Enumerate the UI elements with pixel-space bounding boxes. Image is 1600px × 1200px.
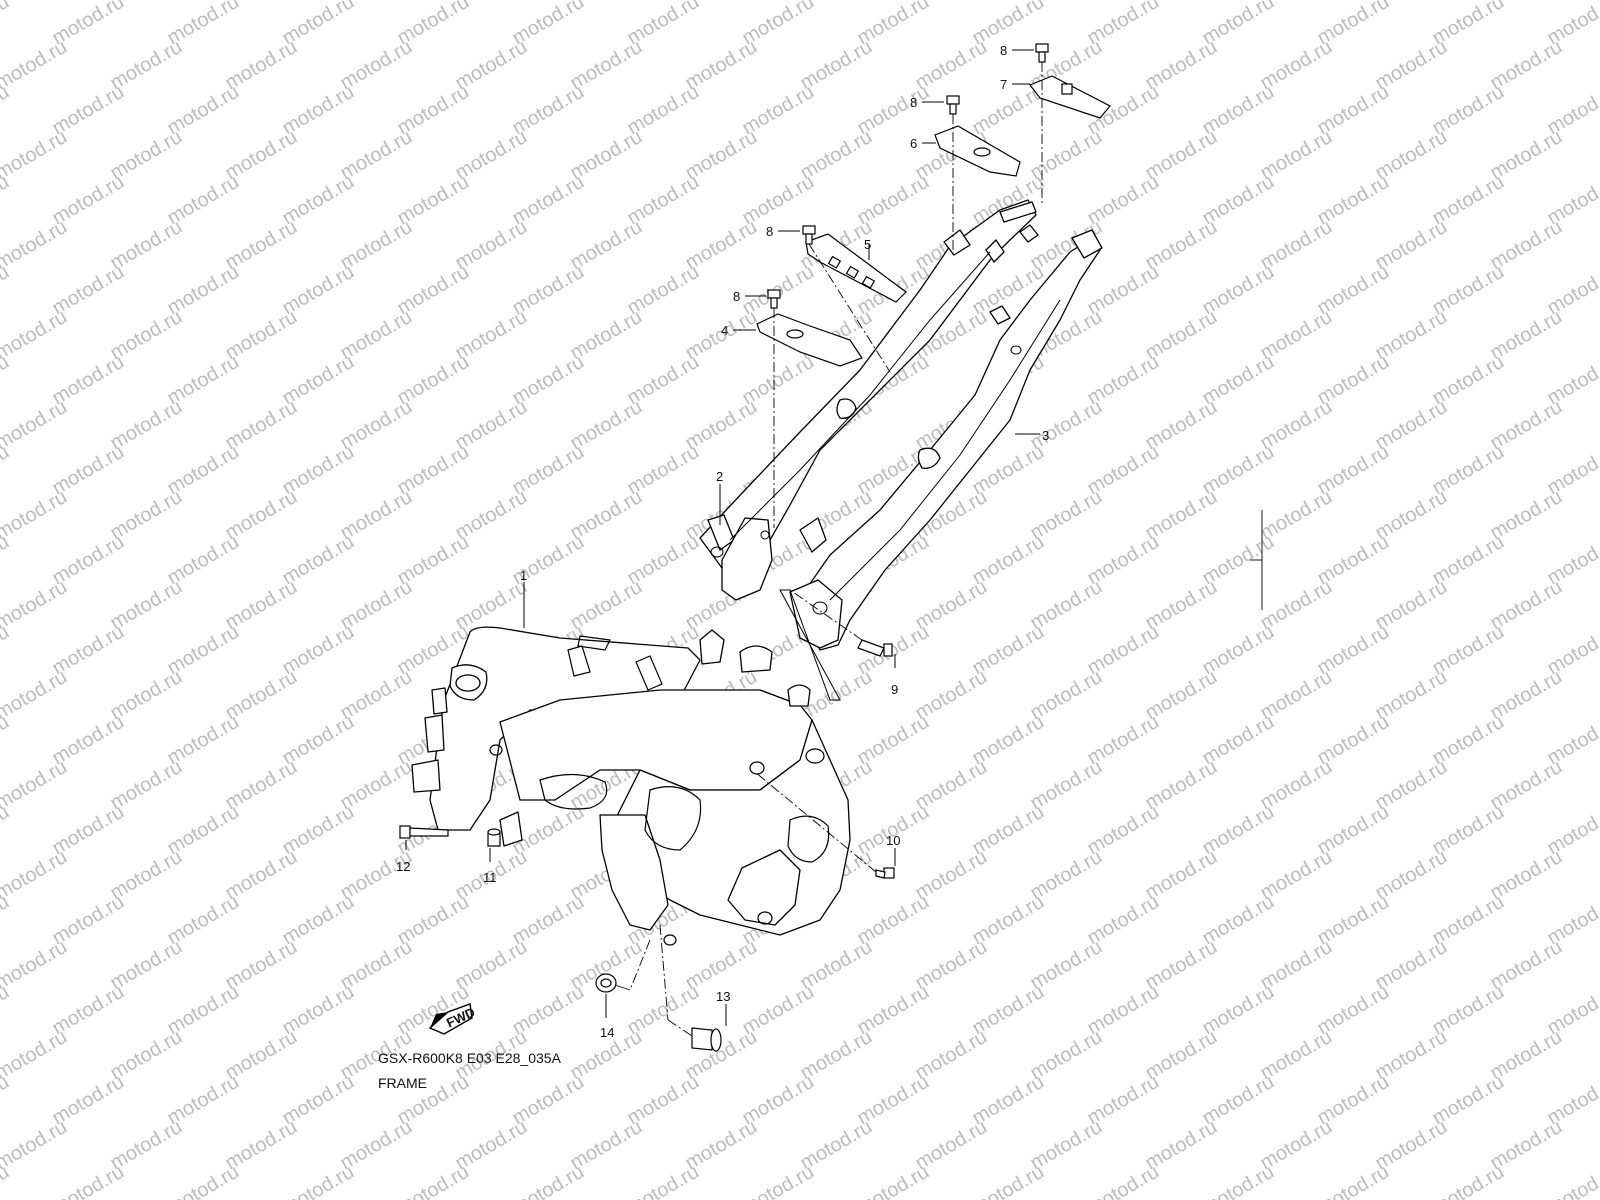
watermark-text: motod.ru — [0, 36, 71, 95]
bolt-12 — [399, 825, 449, 839]
bolt-8a — [1035, 43, 1049, 63]
callout-8-second: 8 — [910, 95, 917, 110]
watermark-text: motod.ru — [0, 81, 13, 140]
washer-14 — [595, 973, 617, 993]
watermark-text: motod.ru — [0, 0, 13, 49]
seat-rail-right-details — [812, 299, 1061, 615]
watermark-text: motod.ru — [0, 621, 13, 680]
watermark-text: motod.ru — [0, 486, 71, 545]
watermark-text: motod.ru — [0, 441, 13, 500]
watermark-text: motod.ru — [0, 351, 13, 410]
watermark-text: motod.ru — [0, 171, 13, 230]
callout-1: 1 — [520, 568, 527, 583]
callout-8-third: 8 — [766, 224, 773, 239]
collar-11 — [487, 828, 501, 847]
callout-14: 14 — [600, 1025, 614, 1040]
callout-8-top: 8 — [1000, 43, 1007, 58]
bracket-5 — [805, 233, 907, 303]
watermark-text: motod.ru — [0, 801, 13, 860]
watermark-text: motod.ru — [0, 396, 71, 455]
bolt-13 — [691, 1027, 722, 1052]
watermark-text: motod.ru — [1084, 1161, 1163, 1200]
seat-rail-left-details — [710, 251, 991, 558]
watermark-text: motod.ru — [394, 1161, 473, 1200]
watermark-text: motod.ru — [0, 981, 13, 1040]
watermark-text: motod.ru — [0, 756, 71, 815]
callout-9: 9 — [891, 682, 898, 697]
watermark-text: motod.ru — [509, 1161, 588, 1200]
watermark-text: motod.ru — [0, 936, 71, 995]
callout-labels: 8 7 8 6 8 5 8 4 2 3 1 9 10 11 12 13 14 — [396, 43, 1049, 1040]
callout-12: 12 — [396, 859, 410, 874]
watermark-text: motod.ru — [0, 891, 13, 950]
watermark-text: motod.ru — [0, 1026, 71, 1085]
watermark-text: motod.ru — [0, 1116, 71, 1175]
watermark-text: motod.ru — [0, 1071, 13, 1130]
watermark-text: motod.ru — [0, 846, 71, 905]
bracket-6 — [934, 125, 1021, 177]
watermark-text: motod.ru — [0, 711, 13, 770]
watermark-text: motod.ru — [0, 261, 13, 320]
watermark-text: motod.ru — [0, 126, 71, 185]
callout-3: 3 — [1042, 428, 1049, 443]
watermark-text: motod.ru — [1544, 1161, 1600, 1200]
watermark-text: motod.ru — [1199, 1161, 1278, 1200]
diagram-title: FRAME — [378, 1075, 427, 1091]
watermark-text: motod.ru — [0, 0, 71, 4]
watermark-text: motod.ru — [1314, 1161, 1393, 1200]
assembly-guide-lines — [614, 62, 1263, 1037]
bolt-10 — [875, 867, 895, 879]
watermark-text: motod.ru — [49, 1161, 128, 1200]
small-parts — [399, 639, 895, 1052]
watermark-text: motod.ru — [0, 666, 71, 725]
watermark-text: motod.ru — [0, 576, 71, 635]
watermark-text: motod.ru — [0, 216, 71, 275]
watermark-text: motod.ru — [164, 1161, 243, 1200]
bolt-9 — [857, 639, 893, 657]
bracket-7 — [1029, 75, 1111, 119]
bracket-4 — [756, 313, 863, 367]
bolt-8b — [946, 95, 960, 115]
watermark-text: motod.ru — [624, 1161, 703, 1200]
seat-rail-right — [789, 229, 1103, 651]
callout-5: 5 — [864, 237, 871, 252]
frame-cutouts — [489, 635, 830, 946]
callout-10: 10 — [886, 833, 900, 848]
callout-leaders — [405, 49, 1040, 1026]
callout-8-fourth: 8 — [733, 289, 740, 304]
callout-2: 2 — [716, 469, 723, 484]
watermark-text: motod.ru — [969, 1161, 1048, 1200]
watermark-text: motod.ru — [739, 1161, 818, 1200]
watermark-text: motod.ru — [279, 1161, 358, 1200]
watermark-text: motod.ru — [0, 306, 71, 365]
callout-7: 7 — [1000, 77, 1007, 92]
main-frame — [411, 626, 851, 936]
callout-11: 11 — [483, 870, 497, 885]
callout-6: 6 — [910, 136, 917, 151]
diagram-code: GSX-R600K8 E03 E28_035A — [378, 1050, 561, 1066]
watermark-text: motod.ru — [1429, 1161, 1508, 1200]
callout-4: 4 — [721, 323, 728, 338]
bolts-8 — [767, 43, 1049, 309]
callout-13: 13 — [716, 989, 730, 1004]
seat-rail-left — [699, 199, 1039, 601]
watermark-text: motod.ru — [854, 1161, 933, 1200]
watermark-text: motod.ru — [0, 531, 13, 590]
